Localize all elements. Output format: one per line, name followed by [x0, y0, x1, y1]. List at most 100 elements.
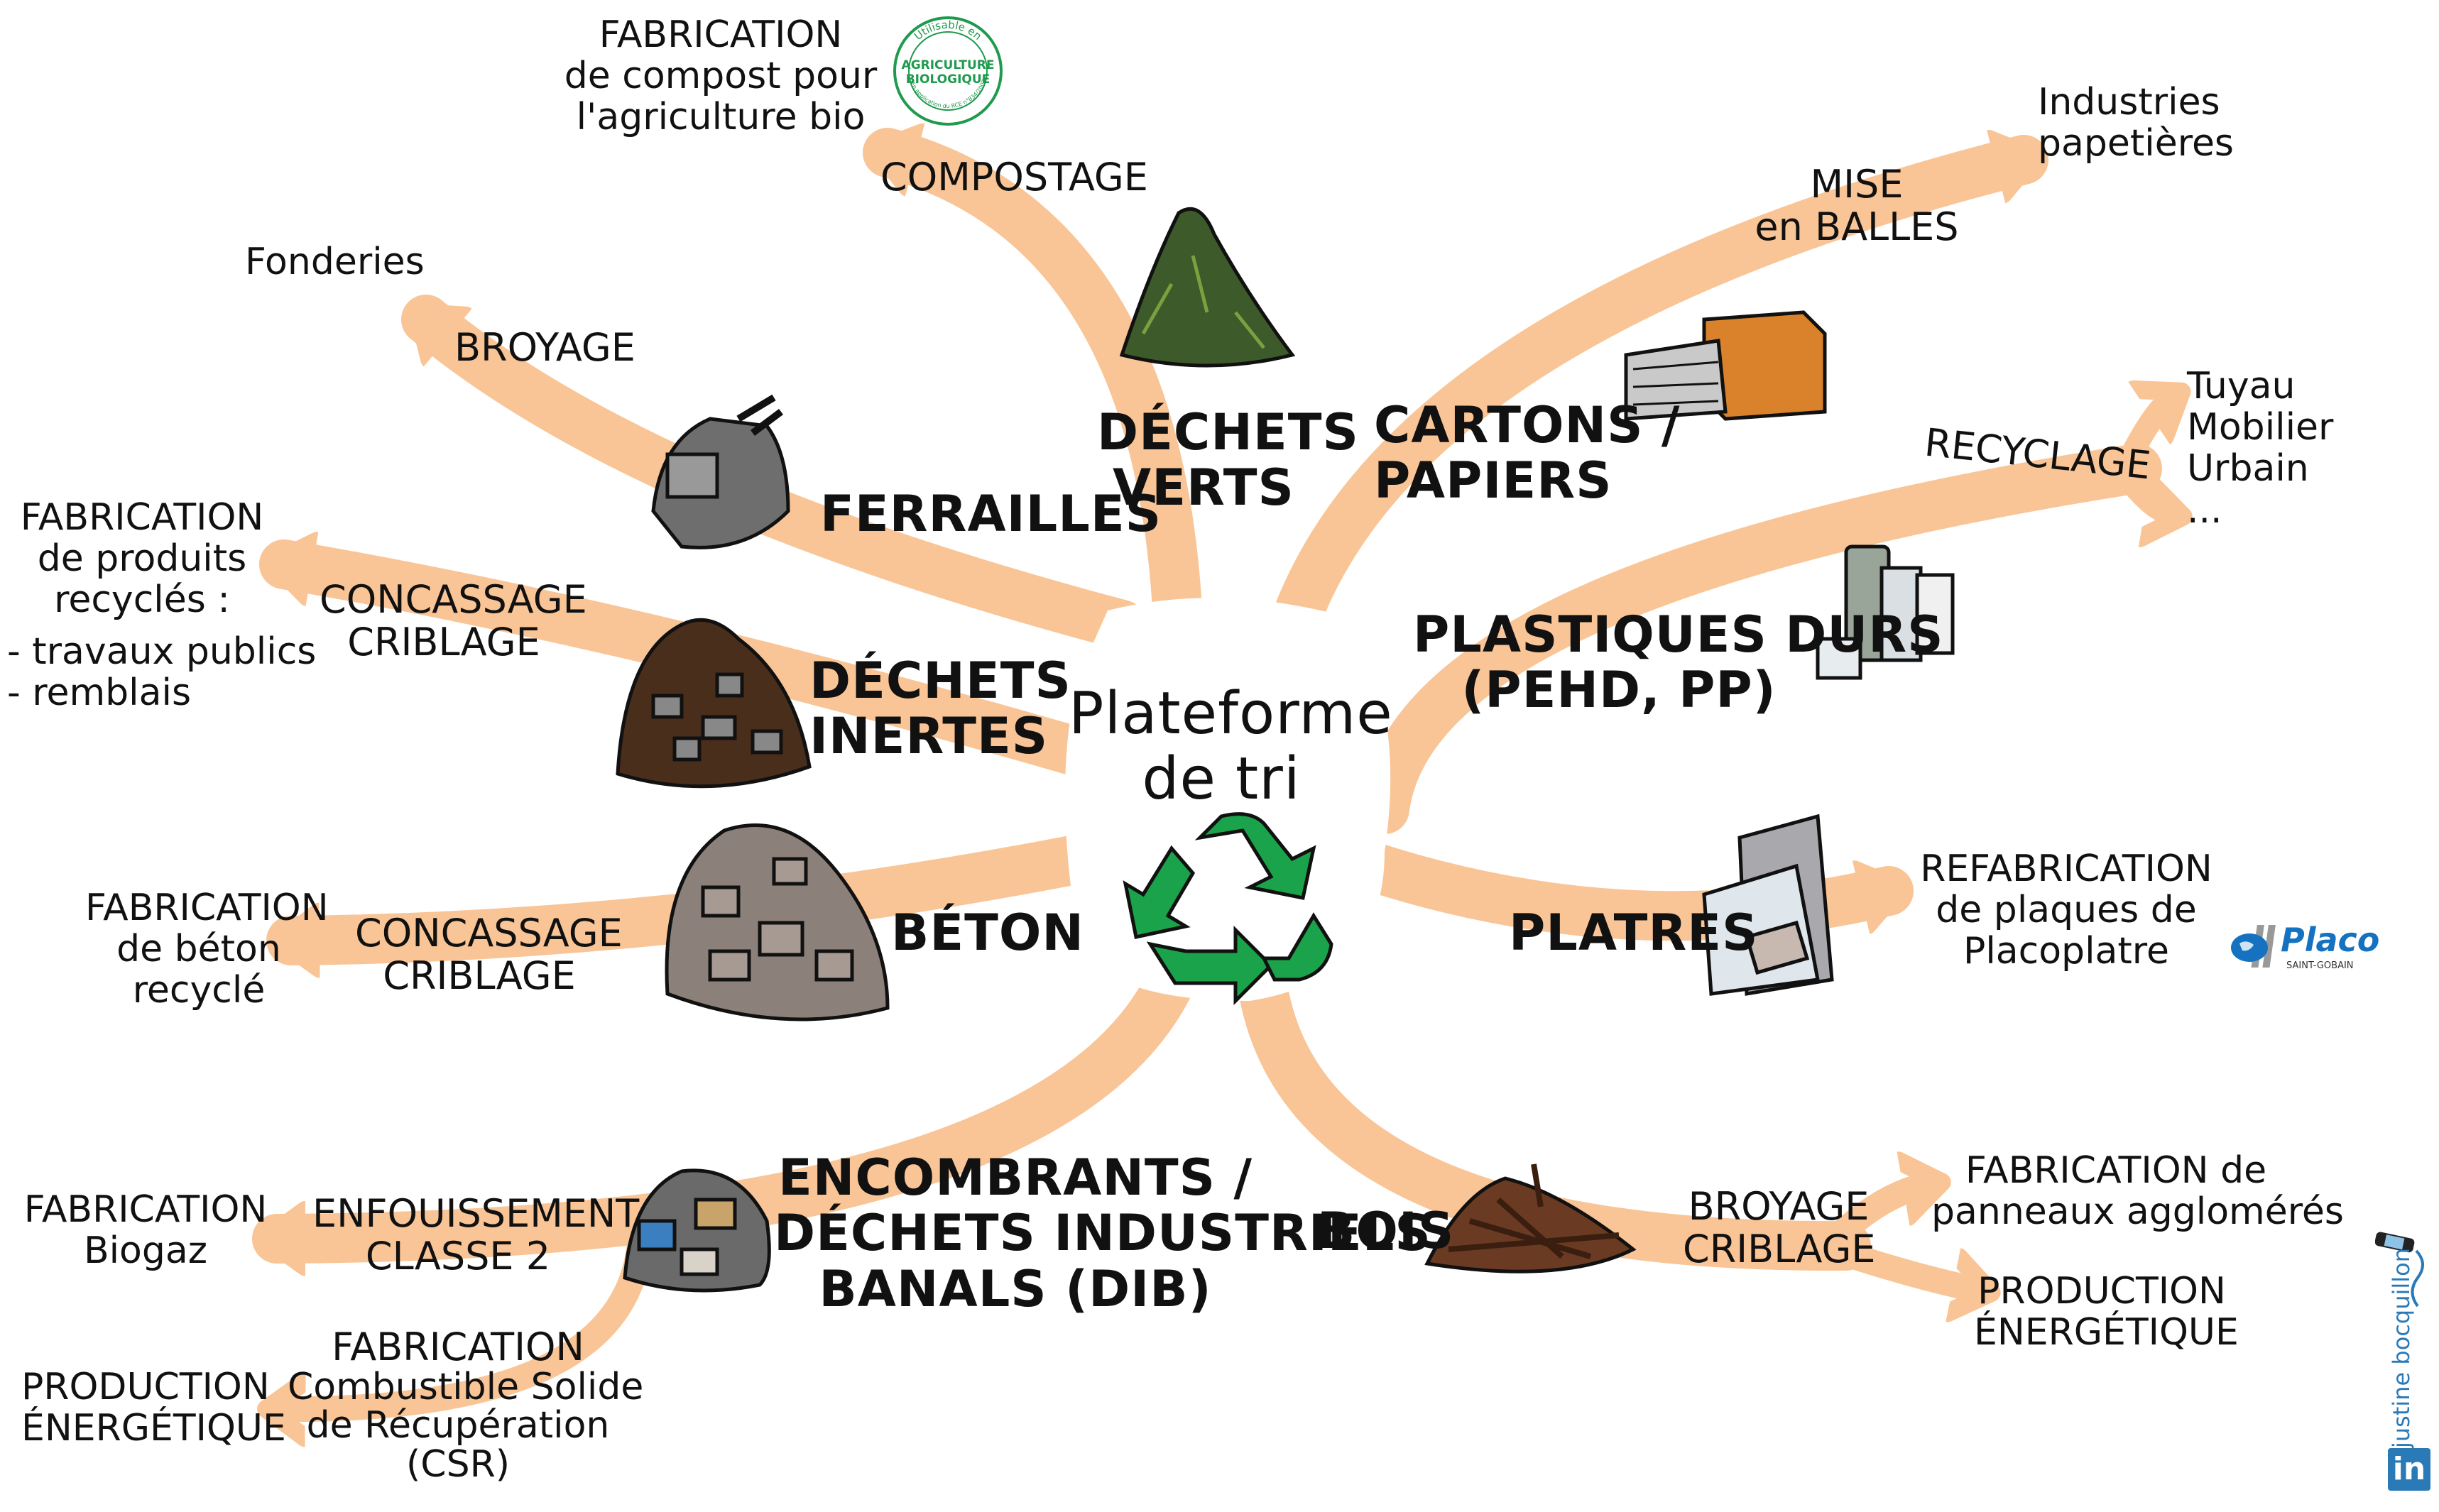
- badge-line1: AGRICULTURE: [902, 58, 995, 72]
- arrow-energie-bois: [1819, 1237, 1981, 1291]
- list-item: - travaux publics: [7, 630, 317, 673]
- label: papetières: [2038, 122, 2235, 165]
- label: de Récupération: [306, 1404, 610, 1447]
- arrow-urbain: [2112, 461, 2173, 515]
- placo-sub: SAINT-GOBAIN: [2286, 960, 2354, 971]
- output-biogaz: FABRICATION Biogaz: [21, 1189, 270, 1272]
- cardboard-box-illustration: [1624, 310, 1827, 421]
- label: INERTES: [809, 707, 1049, 766]
- label: Tuyau: [2187, 365, 2296, 407]
- label: recyclés :: [54, 579, 230, 622]
- label: PRODUCTION: [21, 1366, 270, 1408]
- category-dechets-inertes: DÉCHETS INERTES: [809, 652, 1071, 766]
- process-mise-en-balles: MISE en BALLES: [1754, 163, 1960, 249]
- output-energie-bois: PRODUCTION ÉNERGÉTIQUE: [1974, 1270, 2239, 1354]
- arrow-biogaz: [252, 955, 1196, 1239]
- process-broyage-bois: BROYAGE CRIBLAGE: [1683, 1185, 1875, 1271]
- label: ÉNERGÉTIQUE: [1974, 1311, 2239, 1354]
- green-waste-pile-illustration: [1119, 207, 1296, 368]
- label: CONCASSAGE: [355, 911, 623, 955]
- label: FABRICATION: [332, 1325, 584, 1369]
- list-item: - remblais: [7, 671, 192, 714]
- label: l'agriculture bio: [576, 96, 866, 139]
- svg-text:Utilisable en: Utilisable en: [912, 18, 984, 43]
- badge-line2: BIOLOGIQUE: [906, 72, 991, 87]
- label: MISE: [1810, 162, 1904, 207]
- label: BANALS (DIB): [819, 1259, 1212, 1318]
- label: ...: [2187, 488, 2222, 532]
- label: de compost pour: [564, 55, 878, 98]
- label: DÉCHETS INDUSTRIELS: [774, 1204, 1431, 1263]
- label: CRIBLAGE: [383, 953, 576, 999]
- label: Combustible Solide: [288, 1365, 644, 1408]
- label: VERTS: [1113, 459, 1294, 517]
- process-concassage-beton: CONCASSAGE CRIBLAGE: [355, 911, 623, 999]
- label: REFABRICATION: [1920, 848, 2212, 890]
- label: (CSR): [405, 1442, 511, 1486]
- arrow-tuyau: [2112, 398, 2173, 483]
- category-cartons: CARTONS / PAPIERS: [1374, 398, 1681, 509]
- linkedin-icon[interactable]: in: [2388, 1448, 2430, 1491]
- marker-pen-icon: [2375, 1232, 2424, 1308]
- inert-waste-pile-illustration: [616, 618, 812, 789]
- label: ENFOUISSEMENT: [312, 1191, 640, 1236]
- category-platres: PLATRES: [1509, 904, 1759, 962]
- arrow-bois: [1239, 969, 1871, 1271]
- placo-logo: Placo SAINT-GOBAIN: [2230, 919, 2379, 976]
- label: PRODUCTION: [1977, 1270, 2226, 1313]
- label: CRIBLAGE: [347, 620, 540, 665]
- output-produits-recycles: FABRICATION de produits recyclés : - tra…: [7, 497, 316, 713]
- category-bois: BOIS: [1317, 1202, 1455, 1260]
- plastic-containers-illustration: [1816, 544, 1955, 680]
- process-broyage-ferrailles: BROYAGE: [454, 325, 635, 370]
- label: FABRICATION: [85, 887, 329, 929]
- label: Placoplatre: [1963, 930, 2169, 973]
- arrow-energie-dib: [277, 1237, 652, 1409]
- label: Industries: [2038, 81, 2220, 124]
- label: ÉNERGÉTIQUE: [21, 1407, 286, 1450]
- label: DÉCHETS: [809, 652, 1071, 710]
- arrow-plastiques: [1360, 444, 2162, 834]
- hub-title: Plateforme de tri: [1069, 681, 1392, 812]
- label: en BALLES: [1755, 204, 1959, 250]
- process-csr: FABRICATION Combustible Solide de Récupé…: [288, 1325, 644, 1486]
- output-papetieres: Industries papetières: [2038, 81, 2235, 165]
- label: Urbain: [2187, 447, 2309, 491]
- output-placoplatre: REFABRICATION de plaques de Placoplatre: [1910, 848, 2222, 973]
- label: recyclé: [132, 969, 266, 1012]
- plaster-boards-illustration: [1702, 813, 1834, 996]
- label: de produits: [37, 537, 247, 581]
- author-signature: justine bocquillon in: [2375, 1228, 2432, 1498]
- globe-icon: [2231, 925, 2276, 968]
- category-plastiques: PLASTIQUES DURS (PEHD, PP): [1413, 606, 1944, 720]
- label: FABRICATION: [20, 496, 264, 539]
- category-beton: BÉTON: [891, 904, 1085, 962]
- output-compost: FABRICATION de compost pour l'agricultur…: [547, 14, 895, 138]
- badge-top-text: Utilisable en: [912, 18, 984, 43]
- label: CARTONS /: [1374, 396, 1681, 454]
- label: CONCASSAGE: [320, 577, 587, 622]
- process-concassage-inertes: CONCASSAGE CRIBLAGE: [320, 577, 587, 665]
- category-dechets-verts: DÉCHETS VERTS: [1097, 405, 1358, 517]
- bulky-waste-pile-illustration: [623, 1168, 771, 1293]
- label: FABRICATION de: [1965, 1149, 2267, 1192]
- recycle-icon: [1123, 812, 1333, 1006]
- placo-name: Placo: [2281, 921, 2380, 959]
- label: BROYAGE: [1688, 1184, 1870, 1229]
- output-energie-dib: PRODUCTION ÉNERGÉTIQUE: [21, 1366, 286, 1450]
- label: PAPIERS: [1374, 451, 1613, 510]
- label: CRIBLAGE: [1683, 1227, 1876, 1272]
- label: (PEHD, PP): [1461, 661, 1777, 720]
- process-compostage: COMPOSTAGE: [880, 155, 1148, 199]
- label: PLASTIQUES DURS: [1413, 606, 1944, 664]
- label: panneaux agglomérés: [1931, 1190, 2345, 1234]
- arrow-compost: [863, 153, 1204, 664]
- concrete-pile-illustration: [665, 823, 890, 1021]
- scrap-metal-pile-illustration: [651, 394, 790, 549]
- organic-agriculture-badge: Utilisable en AGRICULTURE BIOLOGIQUE *En…: [893, 16, 1003, 126]
- label: Mobilier: [2187, 406, 2334, 449]
- label: ENCOMBRANTS /: [777, 1149, 1253, 1207]
- label: de béton: [116, 928, 281, 971]
